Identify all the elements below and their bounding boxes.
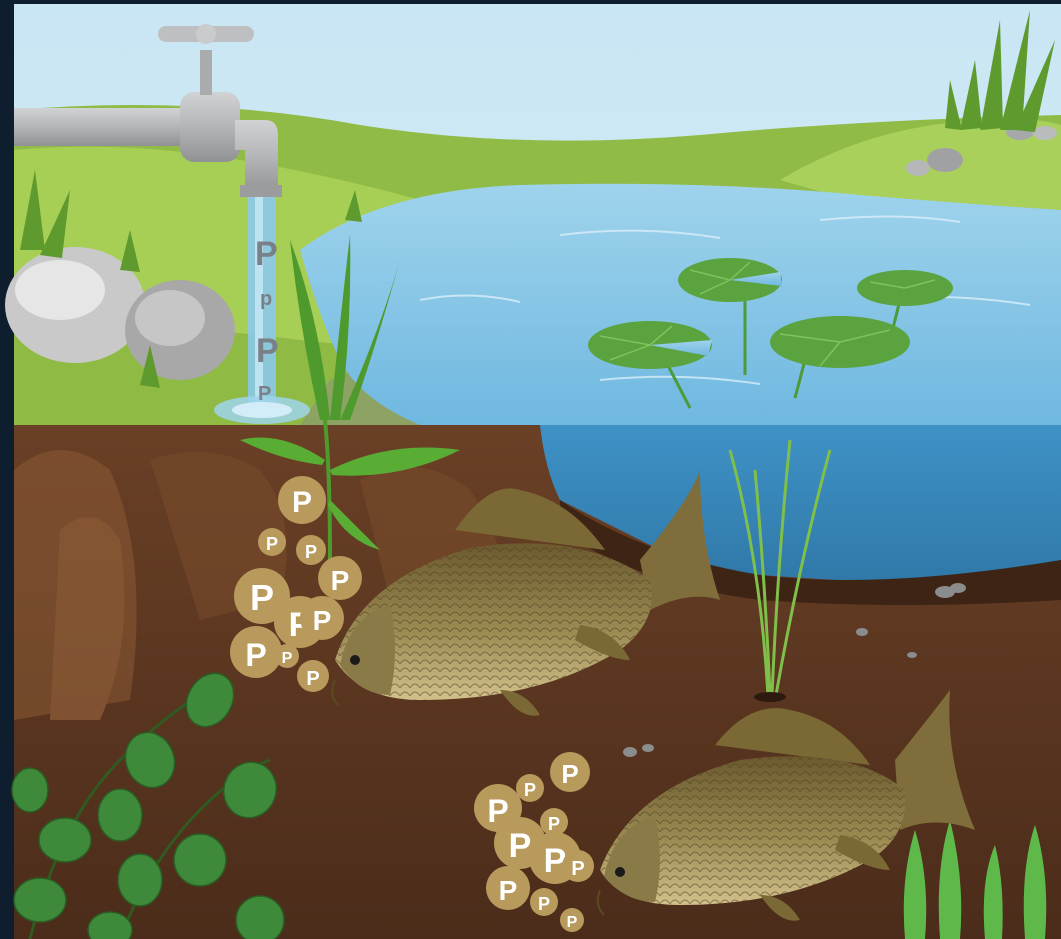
phosphorus-label: P: [266, 534, 278, 554]
phosphorus-label: P: [509, 827, 532, 865]
phosphorus-label: P: [567, 914, 578, 931]
stream-p-label: P: [255, 235, 278, 273]
phosphorus-label: P: [499, 875, 518, 906]
stream-p-small-label: p: [260, 288, 272, 310]
phosphorus-label: P: [331, 565, 350, 596]
stream-p-small-label: P: [258, 383, 271, 405]
phosphorus-bubble-icon: P: [296, 535, 326, 565]
phosphorus-label: P: [250, 577, 274, 618]
phosphorus-label: P: [313, 605, 332, 636]
phosphorus-label: P: [548, 814, 560, 834]
stream-p-label: P: [256, 332, 279, 370]
phosphorus-bubble-icon: P: [550, 752, 590, 792]
phosphorus-label: P: [306, 668, 319, 690]
phosphorus-label: P: [571, 858, 584, 880]
phosphorus-bubble-icon: P: [258, 528, 286, 556]
phosphorus-label: P: [524, 780, 536, 800]
phosphorus-bubble-icon: P: [530, 888, 558, 916]
phosphorus-label: P: [561, 759, 578, 789]
phosphorus-bubble-icon: P: [318, 556, 362, 600]
phosphorus-label: P: [292, 486, 312, 519]
phosphorus-bubble-icon: P: [300, 596, 344, 640]
phosphorus-bubble-icon: P: [278, 476, 326, 524]
phosphorus-bubble-icon: P: [297, 660, 329, 692]
phosphorus-bubble-icon: P: [560, 908, 584, 932]
phosphorus-label: P: [282, 650, 293, 667]
phosphorus-bubble-icon: P: [540, 808, 568, 836]
phosphorus-bubble-icon: P: [516, 774, 544, 802]
phosphorus-bubble-icon: P: [486, 866, 530, 910]
phosphorus-bubble-icon: P: [275, 644, 299, 668]
phosphorus-bubble-icon: P: [562, 850, 594, 882]
phosphorus-label: P: [245, 637, 266, 673]
phosphorus-label: P: [538, 894, 550, 914]
phosphorus-bubble-icon: P: [230, 626, 282, 678]
phosphorus-label: P: [305, 542, 317, 562]
